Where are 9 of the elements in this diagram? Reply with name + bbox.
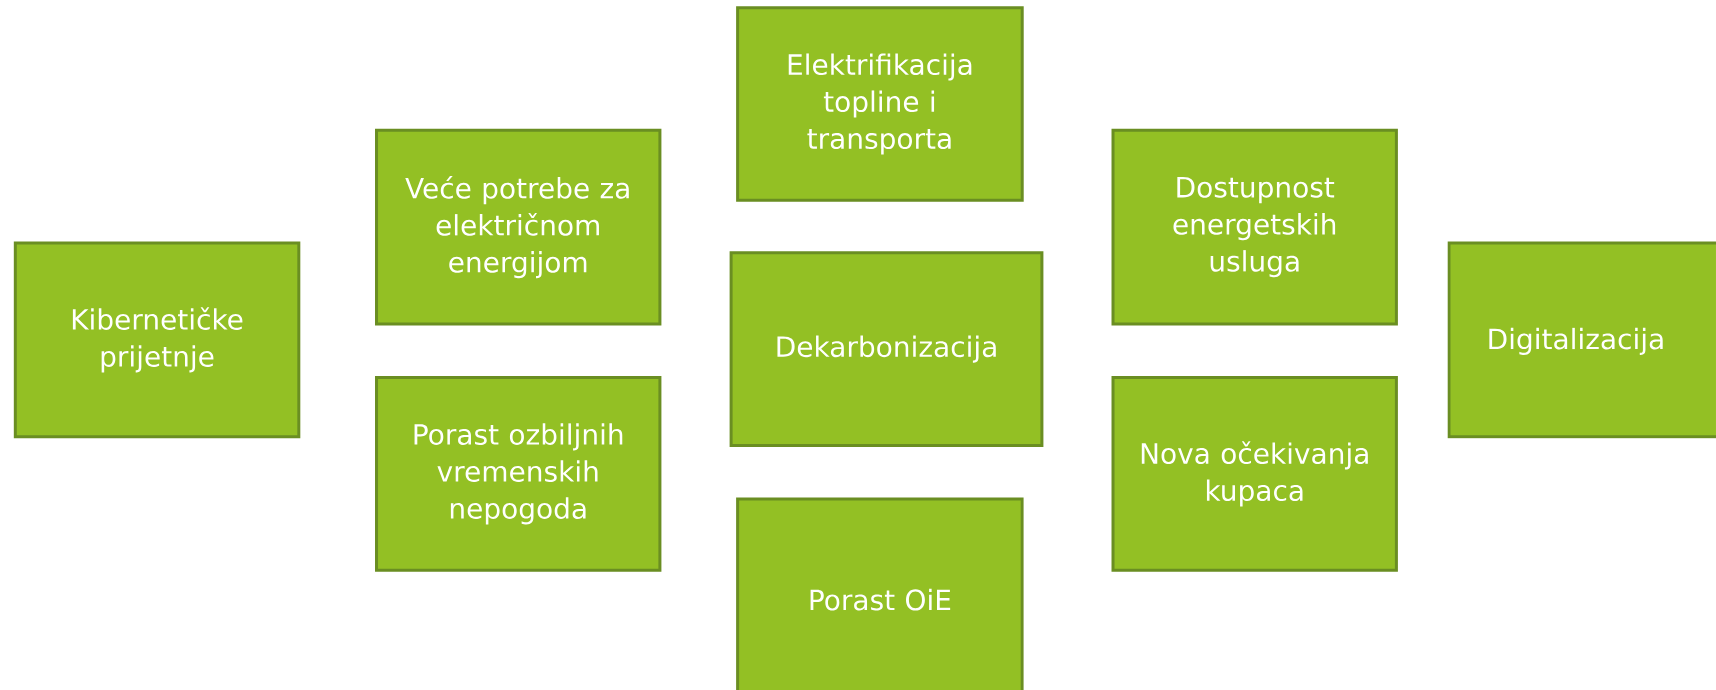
text-box: Porast OiE [736,497,1024,690]
text-box: Elektrifikacija topline i transporta [736,6,1024,202]
text-box: Porast ozbiljnih vremenskih nepogoda [375,376,662,572]
text-box: Digitalizacija [1447,241,1716,439]
text-box: Veće potrebe za električnom energijom [375,128,662,326]
text-box: Dostupnost energetskih usluga [1111,128,1398,326]
text-box: Dekarbonizacija [729,251,1044,447]
text-box: Nova očekivanja kupaca [1111,376,1398,572]
text-box: Kibernetičke prijetnje [13,241,301,439]
